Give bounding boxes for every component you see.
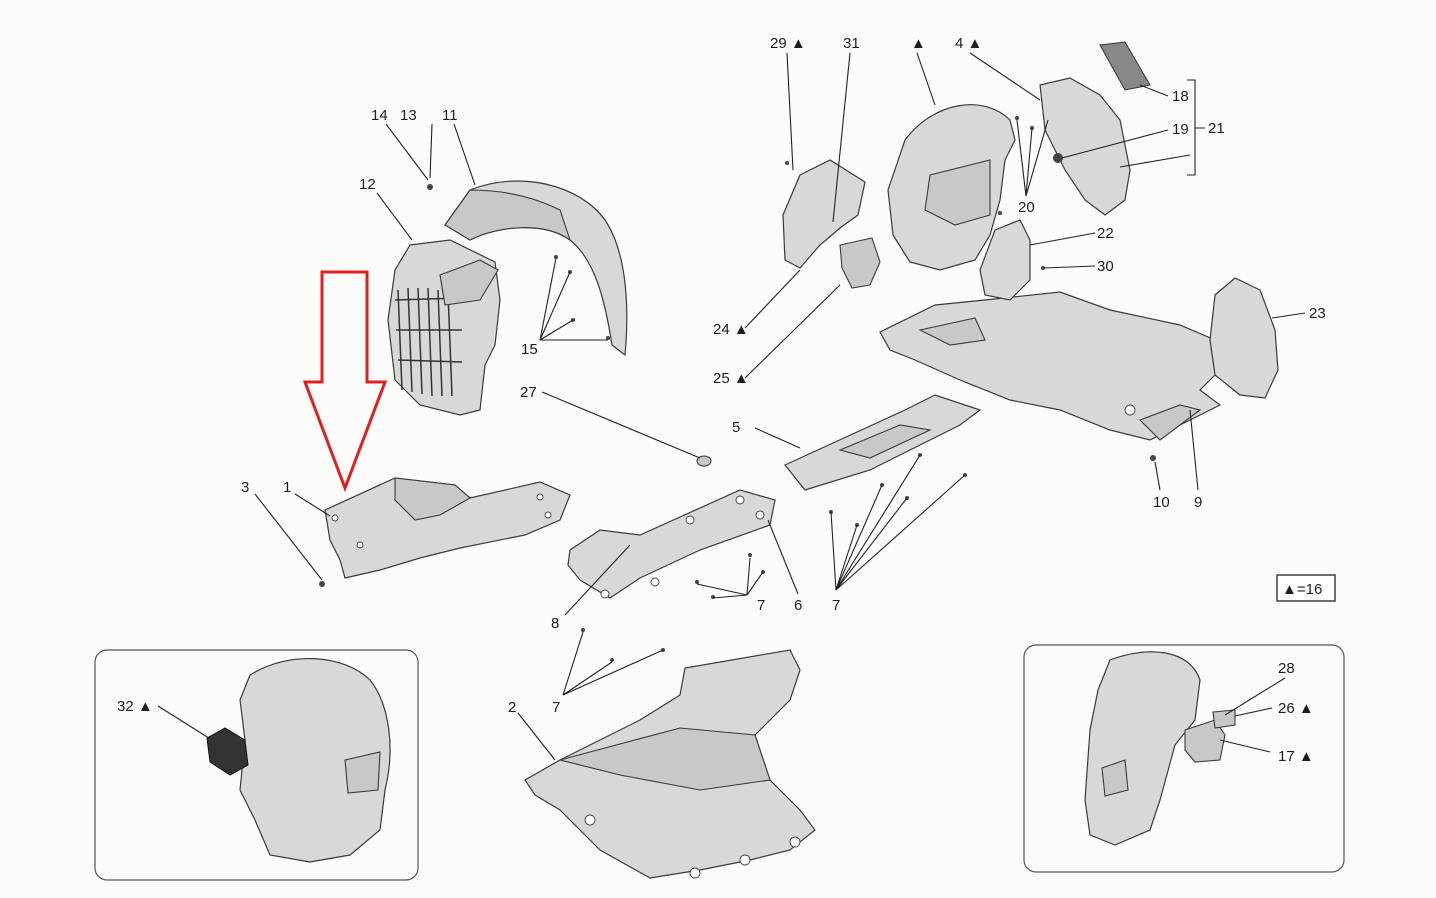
label-7-center: 7 (757, 597, 765, 614)
label-8: 8 (551, 615, 559, 632)
label-23: 23 (1309, 305, 1326, 322)
part-3-rear-wheelhouse-liner (887, 104, 1016, 271)
part-24-deflector (782, 159, 866, 269)
inset-left (94, 649, 419, 881)
label-26: 26 ▲ (1278, 700, 1314, 717)
label-31: 31 (843, 35, 860, 52)
label-25: 25 ▲ (713, 370, 749, 387)
part-25-duct (839, 237, 881, 289)
label-29: 29 ▲ (770, 35, 806, 52)
label-19: 19 (1172, 121, 1189, 138)
leader-lines (254, 52, 1306, 761)
label-17: 17 ▲ (1278, 748, 1314, 765)
label-7-left: 7 (552, 699, 560, 716)
label-2: 2 (508, 699, 516, 716)
callout-labels: 14 13 11 12 15 27 3 1 5 8 6 7 7 7 2 29 ▲… (117, 35, 1326, 765)
part-11-front-wheelhouse-liner (427, 180, 628, 357)
red-pointer-arrow (302, 270, 388, 493)
legend-box: ▲=16 (1276, 574, 1336, 602)
label-14: 14 (371, 107, 388, 124)
label-30: 30 (1097, 258, 1114, 275)
legend-text: ▲=16 (1282, 581, 1322, 598)
label-10: 10 (1153, 494, 1170, 511)
part-12-front-grille-liner (387, 239, 501, 416)
label-1: 1 (283, 479, 291, 496)
label-27: 27 (520, 384, 537, 401)
label-11: 11 (442, 107, 458, 124)
label-24: 24 ▲ (713, 321, 749, 338)
label-28: 28 (1278, 660, 1295, 677)
inset-right (1023, 644, 1345, 873)
label-21: 21 (1208, 120, 1225, 137)
part-2-large-undertray (524, 649, 816, 879)
part-1-front-undertray (319, 477, 571, 587)
part-22-bracket (979, 219, 1031, 301)
label-4: 4 ▲ (955, 35, 982, 52)
label-32: 32 ▲ (117, 698, 153, 715)
part-23-rear-side-panel (1209, 277, 1279, 399)
label-13: 13 (400, 107, 417, 124)
part-6-centre-undertray (567, 489, 776, 599)
part-5-tunnel-cover (784, 394, 982, 491)
label-triangle: ▲ (911, 35, 926, 52)
label-6: 6 (794, 597, 802, 614)
label-22: 22 (1097, 225, 1114, 242)
label-12: 12 (359, 176, 376, 193)
label-3: 3 (241, 479, 249, 496)
label-9: 9 (1194, 494, 1202, 511)
part-27-plug (696, 455, 712, 467)
label-7-right: 7 (832, 597, 840, 614)
label-18: 18 (1172, 88, 1189, 105)
label-15: 15 (521, 341, 538, 358)
label-5: 5 (732, 419, 740, 436)
part-21-liner-assembly (1039, 41, 1151, 216)
part-9-rear-floor-undertray (879, 291, 1231, 441)
label-20: 20 (1018, 199, 1035, 216)
